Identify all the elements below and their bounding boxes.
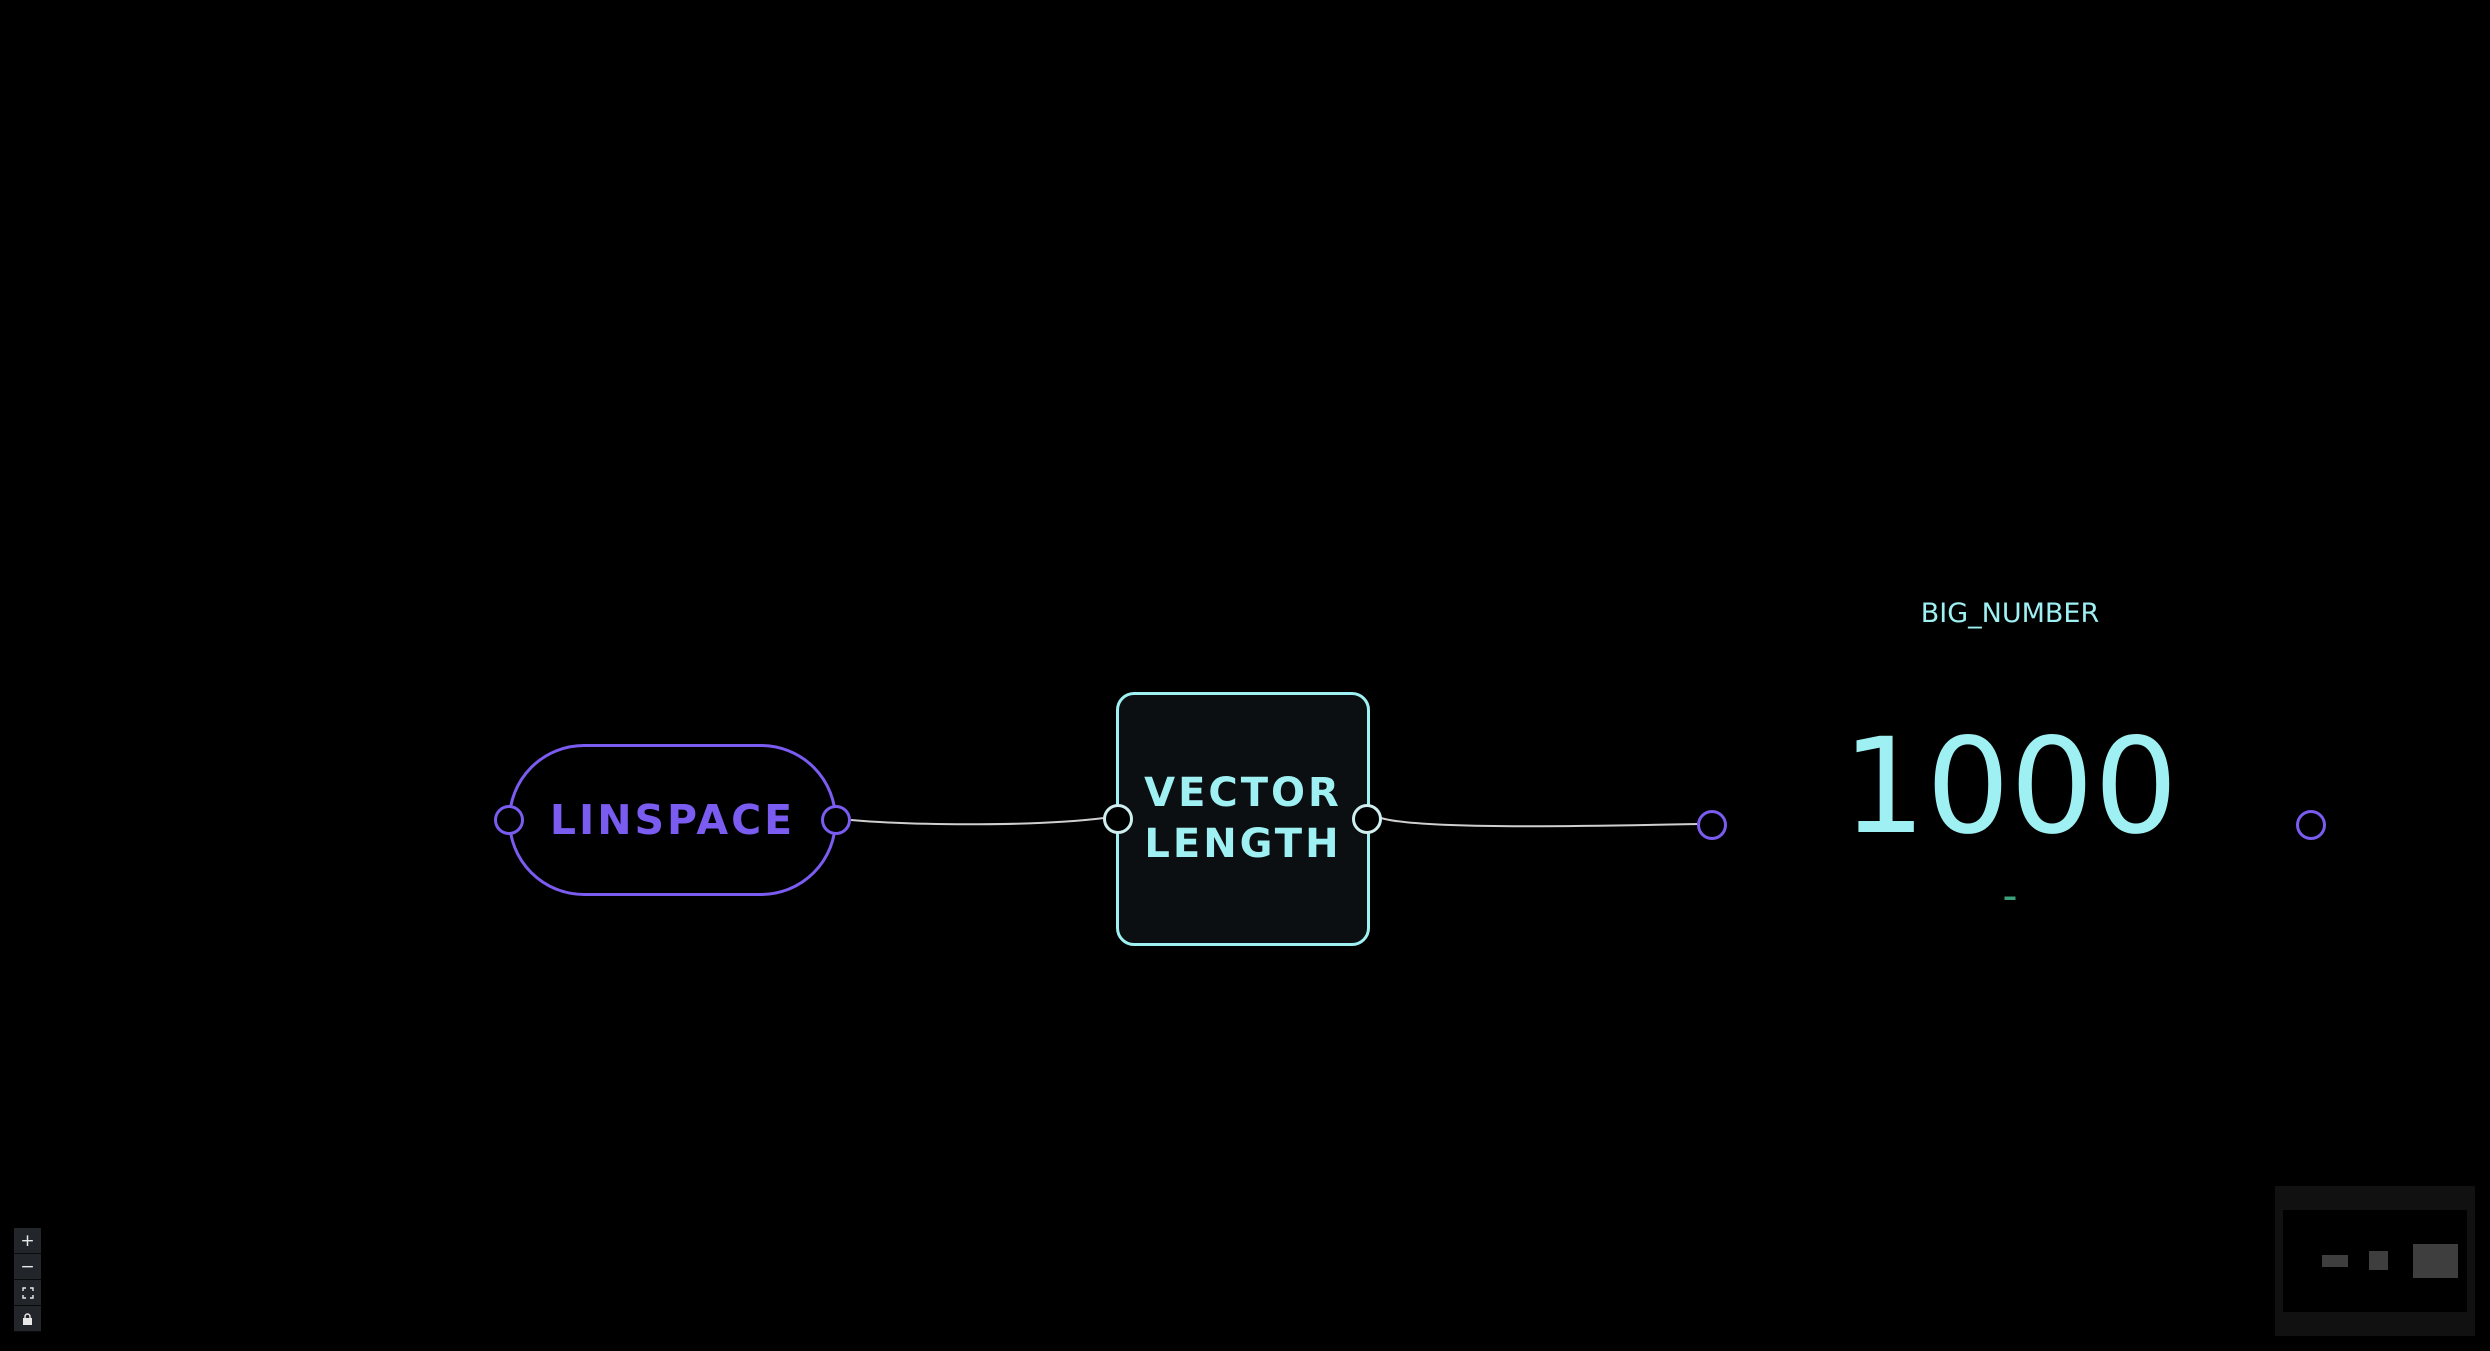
fit-view-icon	[21, 1287, 34, 1299]
linspace-input-handle[interactable]	[494, 805, 524, 835]
minimap-viewport[interactable]	[2283, 1210, 2467, 1312]
node-vector-length[interactable]: VECTOR LENGTH	[1116, 692, 1370, 946]
node-vector-length-label: VECTOR LENGTH	[1144, 770, 1342, 867]
minimap[interactable]	[2275, 1186, 2475, 1336]
big-number-input-handle[interactable]	[1697, 810, 1727, 840]
edge-linspace-to-vector-length[interactable]	[850, 817, 1105, 826]
minimap-node-linspace	[2322, 1255, 2348, 1267]
minimap-node-big-number	[2413, 1244, 2458, 1278]
big-number-title: BIG_NUMBER	[1920, 598, 2100, 629]
edge-vector-length-to-big-number[interactable]	[1380, 817, 1698, 828]
big-number-subtext: –	[2003, 880, 2017, 913]
node-linspace-label: LINSPACE	[549, 796, 796, 844]
minimap-node-vector-length	[2369, 1251, 2388, 1270]
node-big-number[interactable]: BIG_NUMBER 1000 –	[1735, 580, 2285, 930]
fit-view-button[interactable]	[14, 1280, 41, 1306]
zoom-out-button[interactable]: −	[14, 1254, 41, 1280]
canvas-controls: + −	[14, 1228, 41, 1332]
vector-length-output-handle[interactable]	[1352, 804, 1382, 834]
lock-icon	[23, 1313, 32, 1325]
vector-length-input-handle[interactable]	[1103, 804, 1133, 834]
zoom-in-button[interactable]: +	[14, 1228, 41, 1254]
node-linspace[interactable]: LINSPACE	[508, 744, 837, 896]
linspace-output-handle[interactable]	[821, 805, 851, 835]
lock-button[interactable]	[14, 1306, 41, 1332]
big-number-output-handle[interactable]	[2296, 810, 2326, 840]
big-number-value: 1000	[1842, 710, 2178, 864]
